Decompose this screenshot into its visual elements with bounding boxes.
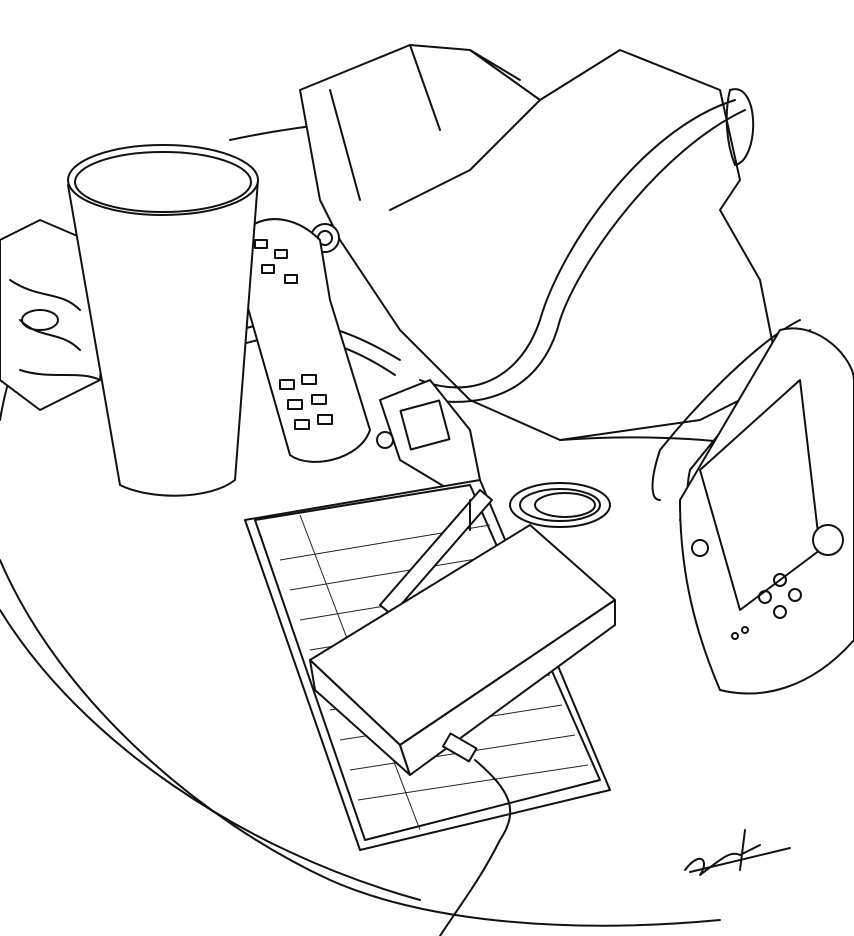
closed-book — [309, 524, 616, 776]
paper-bag — [299, 44, 781, 441]
flip-phone — [376, 379, 481, 491]
rubber-bands — [509, 482, 611, 528]
artist-signature — [684, 829, 791, 876]
game-controller — [679, 327, 854, 695]
charging-cable — [439, 732, 512, 936]
plastic-cup — [67, 144, 259, 497]
tv-remote — [239, 218, 371, 463]
